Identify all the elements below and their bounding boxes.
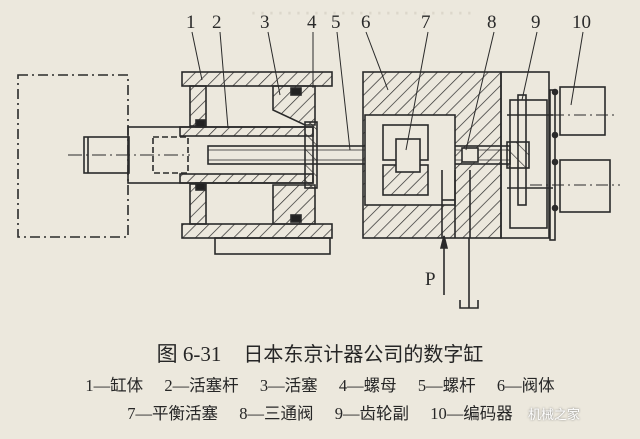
- callout-10: 10: [572, 12, 591, 33]
- port-label-p: P: [425, 269, 436, 290]
- legend-item-3: 3—活塞: [259, 376, 318, 395]
- legend-item-5: 5—螺杆: [417, 376, 476, 395]
- nut: [304, 121, 318, 189]
- legend-item-9: 9—齿轮副: [334, 404, 409, 423]
- cylinder-body-top: [181, 71, 333, 87]
- figure-number: 图 6-31: [156, 342, 222, 366]
- legend-item-8: 8—三通阀: [239, 404, 314, 423]
- balance-piston: [395, 138, 421, 173]
- legend-item-1: 1—缸体: [85, 376, 144, 395]
- legend-item-2: 2—活塞杆: [164, 376, 239, 395]
- cylinder-body-bottom: [181, 223, 333, 239]
- figure-title: 日本东京计器公司的数字缸: [243, 342, 484, 366]
- legend-row-1: 1—缸体 2—活塞杆 3—活塞 4—螺母 5—螺杆 6—阀体: [0, 372, 640, 396]
- gear-housing: [500, 71, 550, 239]
- digital-cylinder-cross-section: 1 2 3 4 5 6 7 8 9 10 P: [17, 12, 620, 309]
- legend-item-10: 10—编码器: [430, 404, 513, 423]
- load-outline: [17, 74, 129, 238]
- callout-5: 5: [331, 12, 341, 33]
- legend-item-7: 7—平衡活塞: [127, 404, 218, 423]
- encoder-lower: [559, 159, 611, 213]
- callout-6: 6: [361, 12, 371, 33]
- callout-8: 8: [487, 12, 497, 33]
- figure-caption: 图 6-31 日本东京计器公司的数字缸: [0, 338, 640, 368]
- callout-numbers: 1 2 3 4 5 6 7 8 9 10 P: [186, 12, 591, 290]
- callout-9: 9: [531, 12, 541, 33]
- piston-bottom: [272, 184, 316, 225]
- legend-item-6: 6—阀体: [496, 376, 555, 395]
- watermark: 机械之家: [528, 408, 581, 423]
- bleed-through-text: ·························: [250, 2, 475, 27]
- callout-7: 7: [421, 12, 431, 33]
- legend-row-2: 7—平衡活塞 8—三通阀 9—齿轮副 10—编码器: [0, 400, 640, 424]
- legend-item-4: 4—螺母: [338, 376, 397, 395]
- callout-3: 3: [260, 12, 270, 33]
- callout-2: 2: [212, 12, 222, 33]
- three-way-valve: [461, 147, 479, 163]
- callout-1: 1: [186, 12, 196, 33]
- gear-pair: [506, 141, 530, 169]
- callout-4: 4: [307, 12, 317, 33]
- encoder-upper: [559, 86, 606, 136]
